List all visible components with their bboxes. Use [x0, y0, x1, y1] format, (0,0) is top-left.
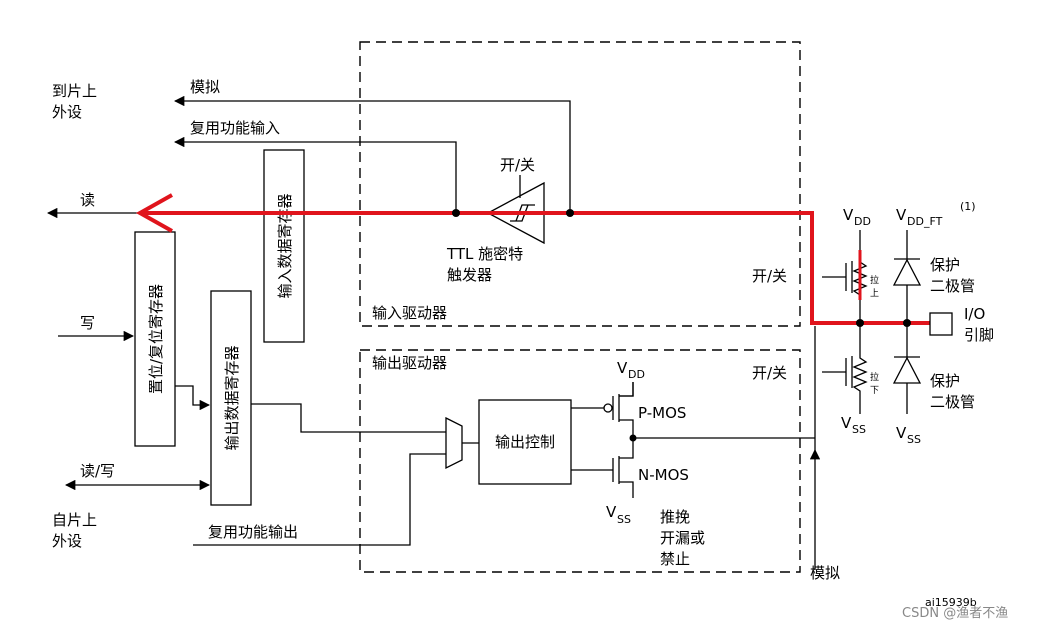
- pullup-label-1: 拉: [870, 274, 879, 286]
- diode-vss-sub: SS: [907, 433, 921, 446]
- input-driver-label: 输入驱动器: [372, 304, 447, 322]
- mode-push-pull: 推挽: [660, 508, 690, 526]
- diode-vddft-label: V: [896, 206, 907, 224]
- pullup-label-2: 上: [870, 288, 879, 299]
- io-pin-box: [929, 312, 953, 336]
- nmos-vss-sub: SS: [617, 513, 631, 526]
- nmos-vss-label: V: [606, 503, 617, 521]
- odr-to-mux-line: [251, 403, 446, 433]
- mode-disabled: 禁止: [660, 550, 690, 568]
- alt-func-input-line: [173, 136, 457, 212]
- input-data-register: [263, 149, 305, 343]
- diode-vddft-sup: (1): [960, 200, 976, 213]
- pullup-vdd-label: V: [843, 206, 854, 224]
- output-data-register: [210, 290, 252, 506]
- pmos-source-drain: [619, 382, 634, 438]
- to-peripheral-label-2: 外设: [52, 103, 82, 121]
- input-data-register-label: 输入数据寄存器: [276, 193, 294, 298]
- output-control-box: [478, 399, 572, 485]
- pmos-label: P-MOS: [638, 404, 686, 422]
- pmos-vdd-sub: DD: [628, 368, 645, 381]
- schmitt-label-1: TTL 施密特: [446, 245, 523, 263]
- diode-bottom-label-1: 保护: [930, 372, 960, 390]
- pulldown-label-1: 拉: [870, 371, 879, 383]
- junction-alt-input: [452, 209, 460, 217]
- schmitt-label-2: 触发器: [447, 266, 492, 284]
- input-driver-box: [359, 41, 801, 327]
- diode-top-label-2: 二极管: [930, 277, 975, 295]
- bit-set-reset-register: [134, 231, 176, 447]
- watermark: CSDN @渔者不渔: [902, 606, 1008, 621]
- diode-vss-label: V: [896, 424, 907, 442]
- pmos-vdd-label: V: [617, 359, 628, 377]
- output-driver-label: 输出驱动器: [372, 354, 447, 372]
- pulldown-label-2: 下: [870, 386, 879, 396]
- pulldown-resistor: [852, 354, 868, 395]
- analog-top-label: 模拟: [190, 78, 220, 96]
- nmos-source-drain: [619, 438, 634, 498]
- pmos-drain-source: [619, 382, 634, 397]
- pulldown-vss-label: V: [841, 414, 852, 432]
- from-peripheral-label-1: 自片上: [52, 511, 97, 529]
- diode-top-label-1: 保护: [930, 256, 960, 274]
- output-control-label: 输出控制: [495, 433, 555, 451]
- from-peripheral-label-2: 外设: [52, 532, 82, 550]
- alt-func-output-line: [193, 453, 446, 546]
- alt-func-output-label: 复用功能输出: [208, 523, 298, 541]
- diode-bottom-icon: [892, 356, 922, 384]
- bit-set-reset-register-label: 置位/复位寄存器: [147, 284, 165, 394]
- input-on-off-label: 开/关: [752, 267, 787, 285]
- analog-bottom-label: 模拟: [810, 564, 840, 582]
- alt-func-input-label: 复用功能输入: [190, 119, 280, 137]
- pmos-gate-bubble: [603, 403, 613, 413]
- io-pin-label-1: I/O: [964, 305, 985, 323]
- read-label: 读: [80, 191, 95, 209]
- input-read-path-highlight: [140, 211, 930, 325]
- output-data-register-label: 输出数据寄存器: [223, 345, 241, 450]
- bsrr-to-odr-line: [175, 385, 211, 411]
- diode-vddft-sub: DD_FT: [907, 215, 943, 228]
- write-label: 写: [80, 314, 95, 332]
- analog-input-line: [173, 95, 571, 212]
- io-pin-label-2: 引脚: [964, 326, 994, 344]
- pullup-vdd-sub: DD: [854, 215, 871, 228]
- trigger-on-off-label: 开/关: [500, 156, 535, 174]
- input-read-arrowhead: [135, 193, 173, 233]
- diode-bottom-label-2: 二极管: [930, 393, 975, 411]
- to-peripheral-label-1: 到片上: [52, 82, 97, 100]
- nmos-label: N-MOS: [638, 466, 689, 484]
- junction-analog: [566, 209, 574, 217]
- pulldown-vss-sub: SS: [852, 423, 866, 436]
- read-write-label: 读/写: [80, 462, 115, 480]
- diode-top-icon: [892, 258, 922, 286]
- mode-open-drain: 开漏或: [660, 529, 705, 547]
- output-driver-box: [359, 349, 801, 573]
- output-mux: [445, 416, 463, 470]
- output-on-off-label: 开/关: [752, 364, 787, 382]
- figure-id: ai15939b: [925, 596, 977, 609]
